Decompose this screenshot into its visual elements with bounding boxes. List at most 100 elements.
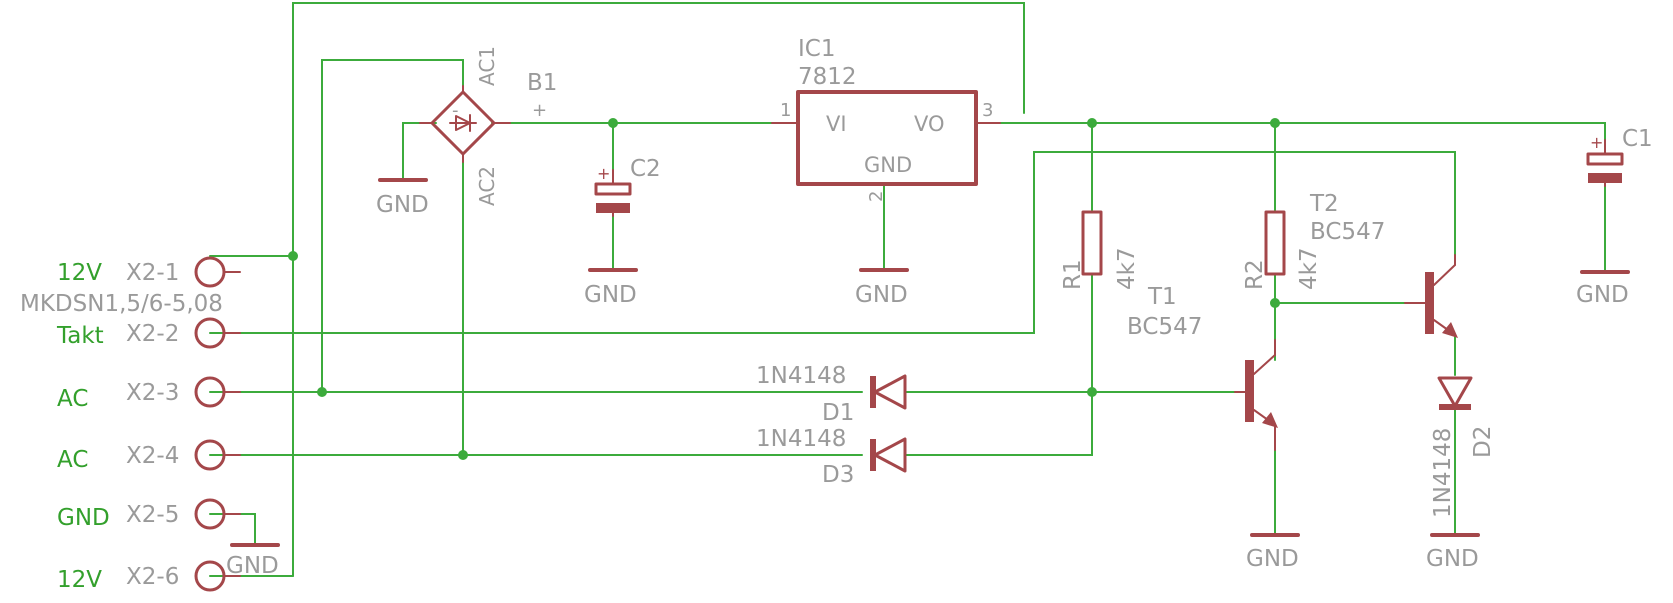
junction-dot: [288, 251, 298, 261]
junction-dot: [1087, 118, 1097, 128]
gnd-symbol-x2-5: GND: [226, 543, 280, 579]
junction-dot: [458, 450, 468, 460]
ic1-vi-label: VI: [826, 112, 847, 136]
ic1-body: [796, 90, 978, 186]
gnd-symbols: GND GND GND GND GND GND GND: [226, 178, 1630, 579]
d1-triangle: [873, 374, 907, 410]
pin-label-x2-5: X2-5: [126, 502, 179, 528]
wire-takt: [209, 151, 1456, 334]
gnd-symbol-d2: GND: [1426, 533, 1480, 572]
gnd-label: GND: [1246, 546, 1299, 572]
diode-d3[interactable]: 1N4148 D3: [756, 426, 907, 488]
wire-12v-loop: [292, 2, 1025, 577]
connector-x2: X2-1 X2-2 X2-3 X2-4 X2-5 X2-6 12V Takt A…: [20, 256, 241, 593]
gnd-symbol-c2: GND: [584, 268, 638, 308]
t1-name-label: T1: [1147, 284, 1177, 310]
c2-plate-bottom: [596, 203, 630, 213]
gnd-label: GND: [1576, 282, 1629, 308]
pin-label-x2-4: X2-4: [126, 443, 179, 469]
gnd-symbol-ic1: GND: [855, 268, 909, 308]
capacitor-c2[interactable]: + C2: [594, 156, 661, 217]
ic1-pin2-label: 2: [866, 191, 887, 202]
transistor-t2[interactable]: T2 BC547: [1309, 191, 1458, 338]
d2-triangle: [1437, 376, 1473, 408]
r1-body: [1081, 210, 1103, 276]
ic1-gnd-label: GND: [864, 153, 912, 177]
wire-bridge-minus: [402, 122, 437, 181]
wire-x2-5: [209, 513, 256, 546]
gnd-label: GND: [855, 282, 908, 308]
gnd-label: GND: [376, 192, 429, 218]
c2-plus-label: +: [597, 164, 610, 183]
ic1-value-label: 7812: [798, 64, 857, 90]
bridge-ac1-label: AC1: [475, 46, 499, 86]
c1-plate-top: [1586, 152, 1624, 166]
gnd-label: GND: [226, 553, 279, 579]
wire-d3-to-loop: [904, 391, 1093, 456]
r2-value-label: 4k7: [1296, 247, 1322, 290]
gnd-symbol-t1: GND: [1246, 533, 1300, 572]
d1-bar: [870, 376, 876, 408]
d2-bar: [1439, 404, 1471, 410]
gnd-symbol-c1: GND: [1576, 270, 1630, 308]
t2-collector-lead: [1433, 264, 1456, 286]
capacitor-c1[interactable]: + C1: [1586, 126, 1653, 187]
net-label-ac-1: AC: [57, 386, 88, 412]
terminal-x2-1[interactable]: [194, 256, 226, 288]
t1-emitter-arrow: [1262, 412, 1278, 428]
r1-name-label: R1: [1060, 259, 1086, 290]
c2-plate-top: [594, 182, 632, 196]
r2-name-label: R2: [1242, 259, 1268, 290]
diode-d1[interactable]: 1N4148 D1: [756, 363, 907, 426]
wire-ac1: [321, 59, 464, 393]
junction-dot: [1087, 387, 1097, 397]
junction-dot: [608, 118, 618, 128]
ic1-pin3-label: 3: [982, 100, 993, 121]
t2-base-bar: [1425, 272, 1434, 334]
pin-label-x2-2: X2-2: [126, 321, 179, 347]
net-label-gnd: GND: [57, 505, 110, 531]
c1-plate-bottom: [1588, 173, 1622, 183]
net-label-takt: Takt: [56, 323, 104, 349]
gnd-label: GND: [584, 282, 637, 308]
r1-value-label: 4k7: [1114, 247, 1140, 290]
ic1-name-label: IC1: [798, 36, 835, 62]
gnd-symbol-bridge: GND: [376, 178, 429, 218]
transistor-t1[interactable]: T1 BC547: [1127, 284, 1278, 451]
junctions: [288, 118, 1280, 460]
d3-bar: [870, 439, 876, 471]
r2-body: [1264, 210, 1286, 276]
ic1-pin1-label: 1: [780, 100, 791, 121]
t1-collector-lead: [1253, 354, 1276, 375]
junction-dot: [1270, 118, 1280, 128]
d1-value-label: 1N4148: [756, 363, 846, 389]
ic1-vo-label: VO: [914, 112, 945, 136]
resistor-r1[interactable]: R1 4k7: [1060, 210, 1140, 290]
c1-name-label: C1: [1622, 126, 1653, 152]
bridge-ac2-label: AC2: [475, 166, 499, 206]
d2-value-label: 1N4148: [1430, 428, 1456, 518]
bridge-minus-label: -: [452, 100, 459, 121]
regulator-ic1[interactable]: IC1 7812 VI VO GND 1 3 2: [771, 36, 1001, 202]
d1-name-label: D1: [822, 400, 854, 426]
d3-value-label: 1N4148: [756, 426, 846, 452]
pin-label-x2-6: X2-6: [126, 564, 179, 590]
diode-d2[interactable]: 1N4148 D2: [1430, 376, 1496, 518]
wire-vo-rail: [977, 122, 1606, 141]
bridge-name-label: B1: [527, 70, 557, 96]
t2-emitter-arrow: [1442, 322, 1458, 338]
gnd-label: GND: [1426, 546, 1479, 572]
pin-label-x2-1: X2-1: [126, 260, 179, 286]
resistor-r2[interactable]: R2 4k7: [1242, 210, 1322, 290]
bridge-rectifier-b1[interactable]: B1 + - AC1 AC2: [419, 46, 557, 206]
pin-label-x2-3: X2-3: [126, 380, 179, 406]
bridge-plus-label: +: [532, 100, 547, 121]
net-label-12v-bottom: 12V: [57, 567, 102, 593]
t2-value-label: BC547: [1310, 219, 1385, 245]
net-label-ac-2: AC: [57, 447, 88, 473]
connector-part-label: MKDSN1,5/6-5,08: [20, 291, 223, 317]
d3-name-label: D3: [822, 462, 854, 488]
net-label-12v-top: 12V: [57, 260, 102, 286]
d2-name-label: D2: [1470, 426, 1496, 458]
t1-base-bar: [1245, 360, 1254, 422]
